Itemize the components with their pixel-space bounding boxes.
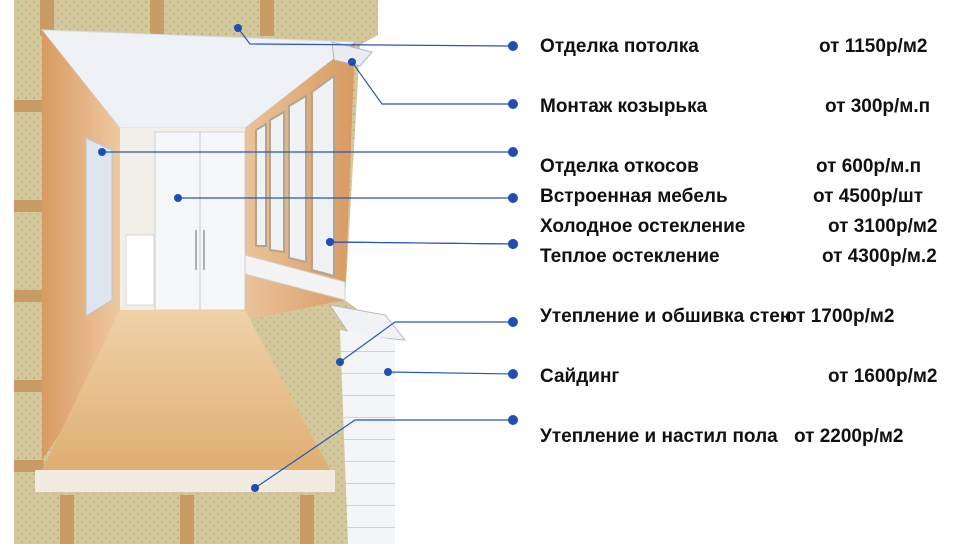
siding [340, 330, 395, 544]
price-item-name: Теплое остекление [540, 246, 720, 267]
anchor-dot [348, 58, 356, 66]
canopy [331, 41, 373, 67]
price-item-value: от 600р/м.п [816, 156, 922, 177]
marker-dot [508, 99, 518, 109]
marker-dot [508, 239, 518, 249]
price-item-value: от 4300р/м.2 [822, 246, 937, 267]
left-window [85, 137, 113, 317]
window-frames [255, 74, 335, 278]
price-item-name: Отделка откосов [540, 156, 699, 177]
floor [42, 310, 330, 470]
window-sill [244, 254, 346, 301]
drip-cap [328, 304, 407, 341]
price-item-value: от 1150р/м2 [819, 36, 928, 57]
price-item-value: от 4500р/шт [813, 186, 924, 207]
floor-slab [35, 470, 335, 492]
leader-line [351, 61, 513, 105]
marker-dot [508, 193, 518, 203]
price-item-value: от 3100р/м2 [828, 216, 938, 237]
anchor-dot [336, 358, 344, 366]
price-item-value: от 2200р/м2 [794, 426, 904, 447]
shelves [125, 234, 155, 306]
anchor-dot [234, 24, 242, 32]
leader-line [329, 241, 514, 245]
price-item-name: Отделка потолка [540, 36, 699, 57]
leader-line [387, 371, 514, 375]
anchor-dot [174, 194, 182, 202]
anchor-dot [98, 148, 106, 156]
anchor-dot [326, 238, 334, 246]
price-item-value: от 1600р/м2 [828, 366, 938, 387]
marker-dot [508, 369, 518, 379]
leader-line [254, 419, 513, 489]
anchor-dot [251, 484, 259, 492]
wood-laths [14, 0, 314, 544]
marker-dot [508, 317, 518, 327]
anchor-dot [384, 368, 392, 376]
price-item-name: Холодное остекление [540, 216, 746, 237]
price-item-name: Утепление и обшивка стен [540, 306, 792, 327]
price-item-name: Сайдинг [540, 366, 620, 387]
leader-line [237, 27, 514, 47]
marker-dot [508, 41, 518, 51]
price-item-value: от 1700р/м2 [785, 306, 895, 327]
leader-line [339, 321, 513, 363]
marker-dot [508, 415, 518, 425]
price-item-name: Утепление и настил пола [540, 426, 778, 447]
marker-dot [508, 147, 518, 157]
price-item-name: Встроенная мебель [540, 186, 728, 207]
price-item-name: Монтаж козырька [540, 96, 708, 117]
price-item-value: от 300р/м.п [825, 96, 931, 117]
